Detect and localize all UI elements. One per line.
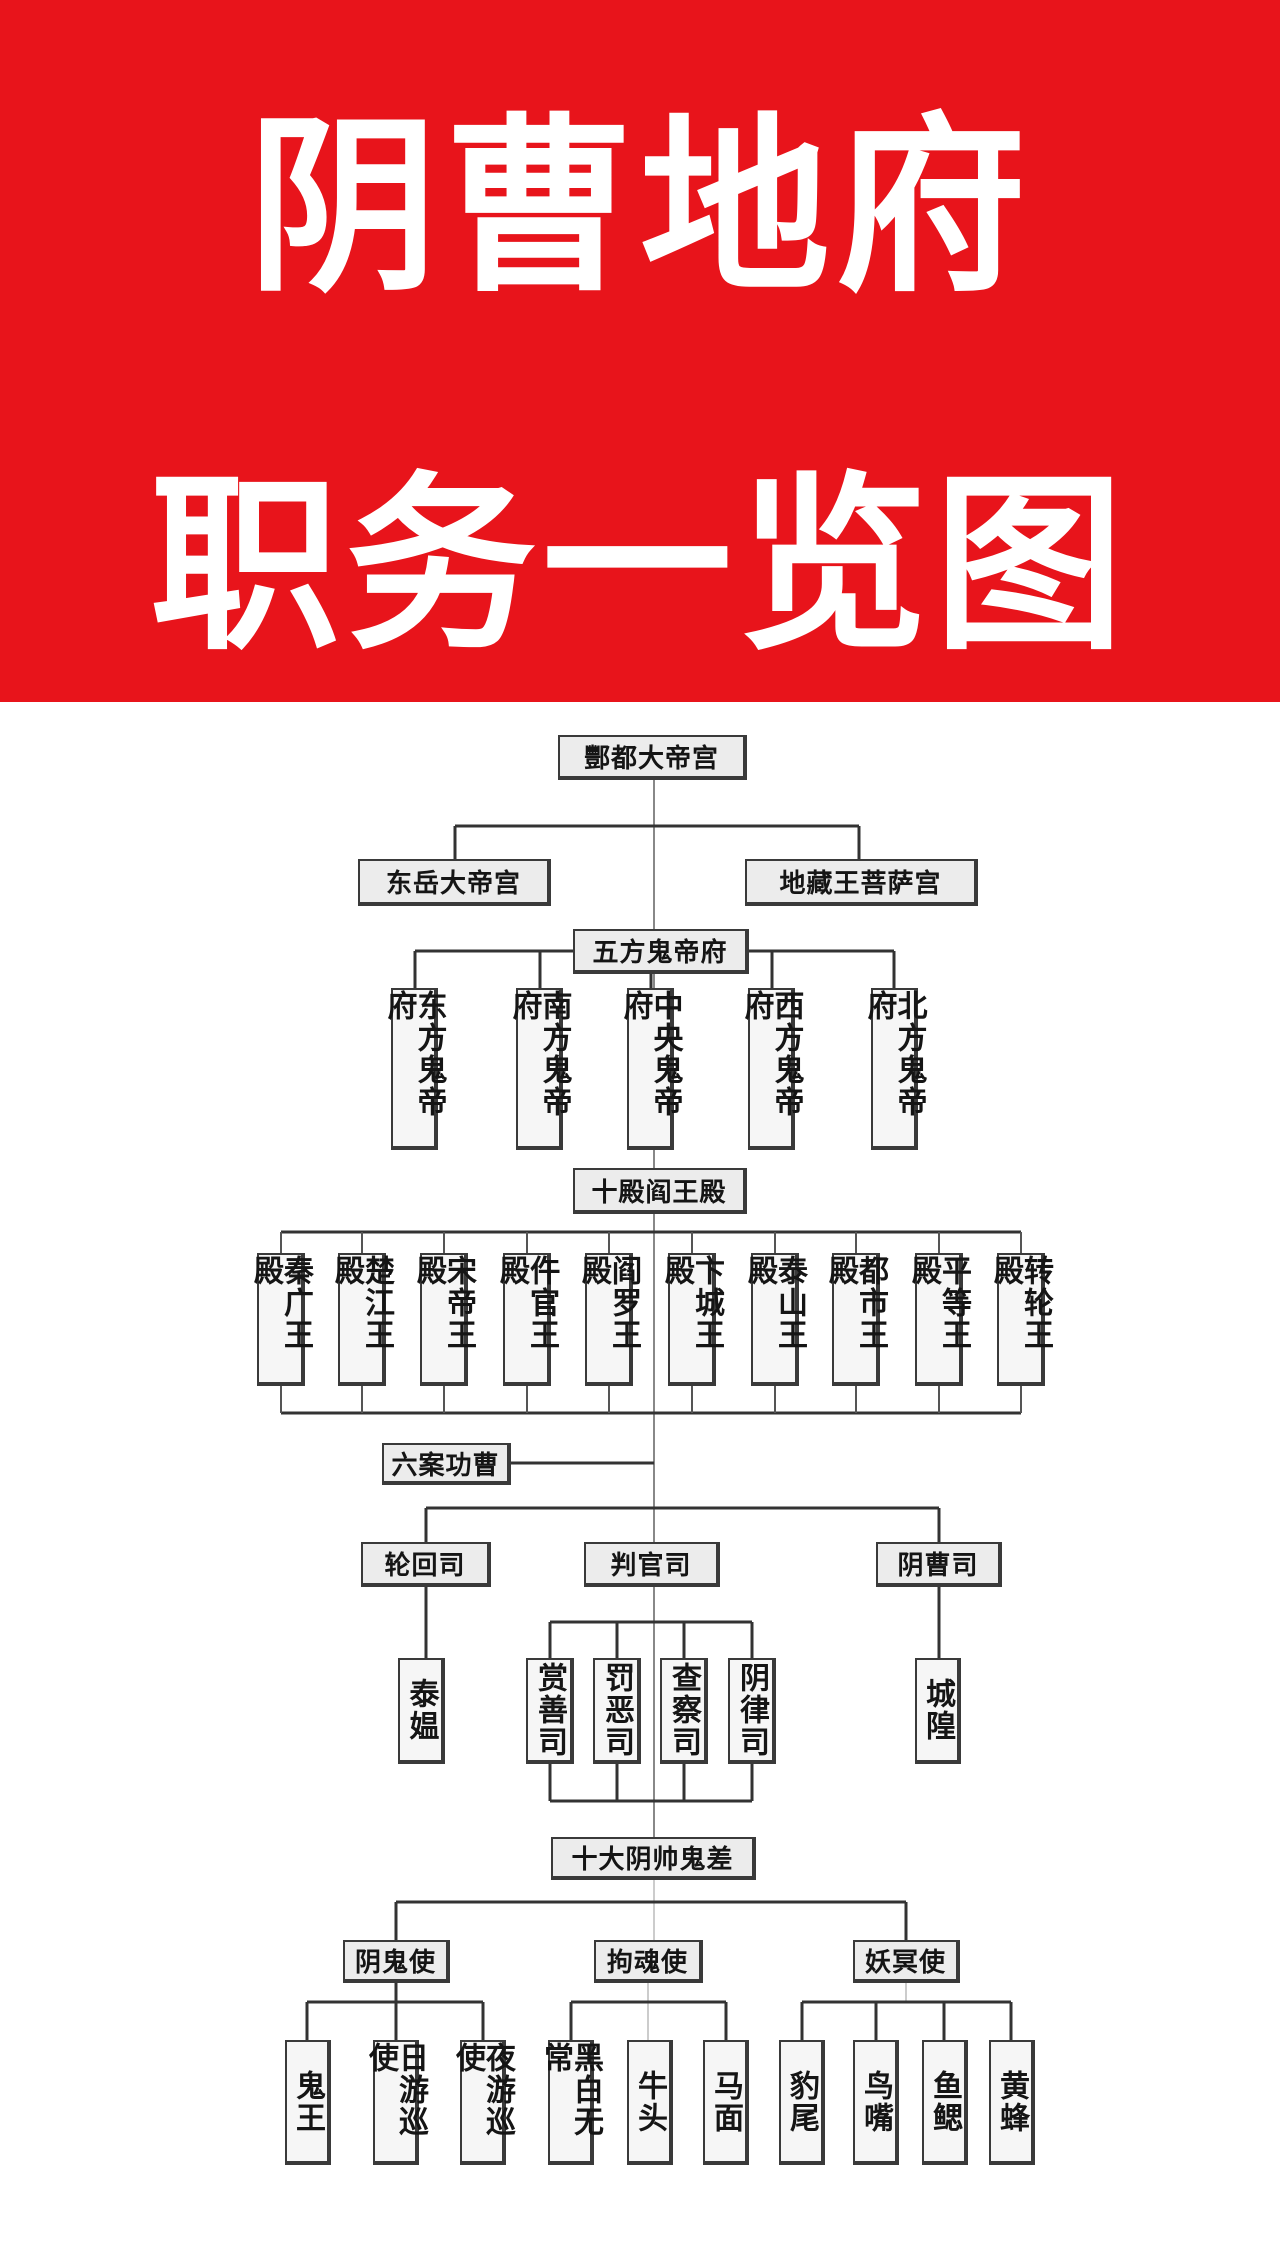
org-node: 东岳大帝宫 [358,859,551,906]
org-node: 北方鬼帝府 [862,988,927,1150]
org-node: 十殿阎王殿 [573,1168,747,1214]
org-node: 鱼鳃 [922,2040,968,2165]
org-node: 阴曹司 [876,1542,1002,1587]
org-node: 仵官王殿 [494,1253,559,1386]
org-node: 宋帝王殿 [411,1253,476,1386]
title-line-2: 职务一览图 [149,455,1130,676]
org-node: 泰山王殿 [742,1253,807,1386]
org-node: 平等王殿 [906,1253,971,1386]
org-node: 豹尾 [779,2040,825,2165]
org-node: 阴鬼使 [343,1940,450,1983]
org-node: 轮回司 [361,1542,491,1587]
org-node: 鬼王 [285,2040,331,2165]
org-node: 牛头 [627,2040,673,2165]
org-node: 卞城王殿 [659,1253,724,1386]
org-node: 日游巡使 [363,2040,428,2165]
org-node: 十大阴帅鬼差 [551,1837,756,1880]
org-node: 六案功曹 [382,1443,511,1485]
org-node: 东方鬼帝府 [382,988,447,1150]
org-node: 鸟嘴 [853,2040,899,2165]
org-node: 夜游巡使 [450,2040,515,2165]
org-node: 转轮王殿 [988,1253,1053,1386]
org-node: 楚江王殿 [329,1253,394,1386]
title-line-1: 阴曹地府 [247,97,1032,318]
org-node: 秦广王殿 [248,1253,313,1386]
org-node: 马面 [703,2040,749,2165]
org-node: 城隍 [915,1658,961,1764]
org-node: 泰媪 [398,1658,445,1764]
org-node: 阴律司 [728,1658,776,1764]
org-node: 妖冥使 [853,1940,960,1983]
org-node: 南方鬼帝府 [507,988,572,1150]
org-node: 罚恶司 [593,1658,641,1764]
org-node: 阎罗王殿 [576,1253,641,1386]
org-node: 赏善司 [526,1658,574,1764]
org-node: 中央鬼帝府 [618,988,683,1150]
org-node: 都市王殿 [823,1253,888,1386]
org-node: 拘魂使 [594,1940,703,1983]
org-node: 五方鬼帝府 [573,929,749,974]
org-node: 黄蜂 [989,2040,1035,2165]
org-node: 地藏王菩萨宫 [745,859,978,906]
org-node: 判官司 [584,1542,720,1587]
org-node: 黑白无常 [538,2040,603,2165]
title-banner: 阴曹地府 职务一览图 [0,0,1280,702]
org-node: 西方鬼帝府 [739,988,804,1150]
org-node: 查察司 [660,1658,708,1764]
org-node: 酆都大帝宫 [558,735,747,780]
